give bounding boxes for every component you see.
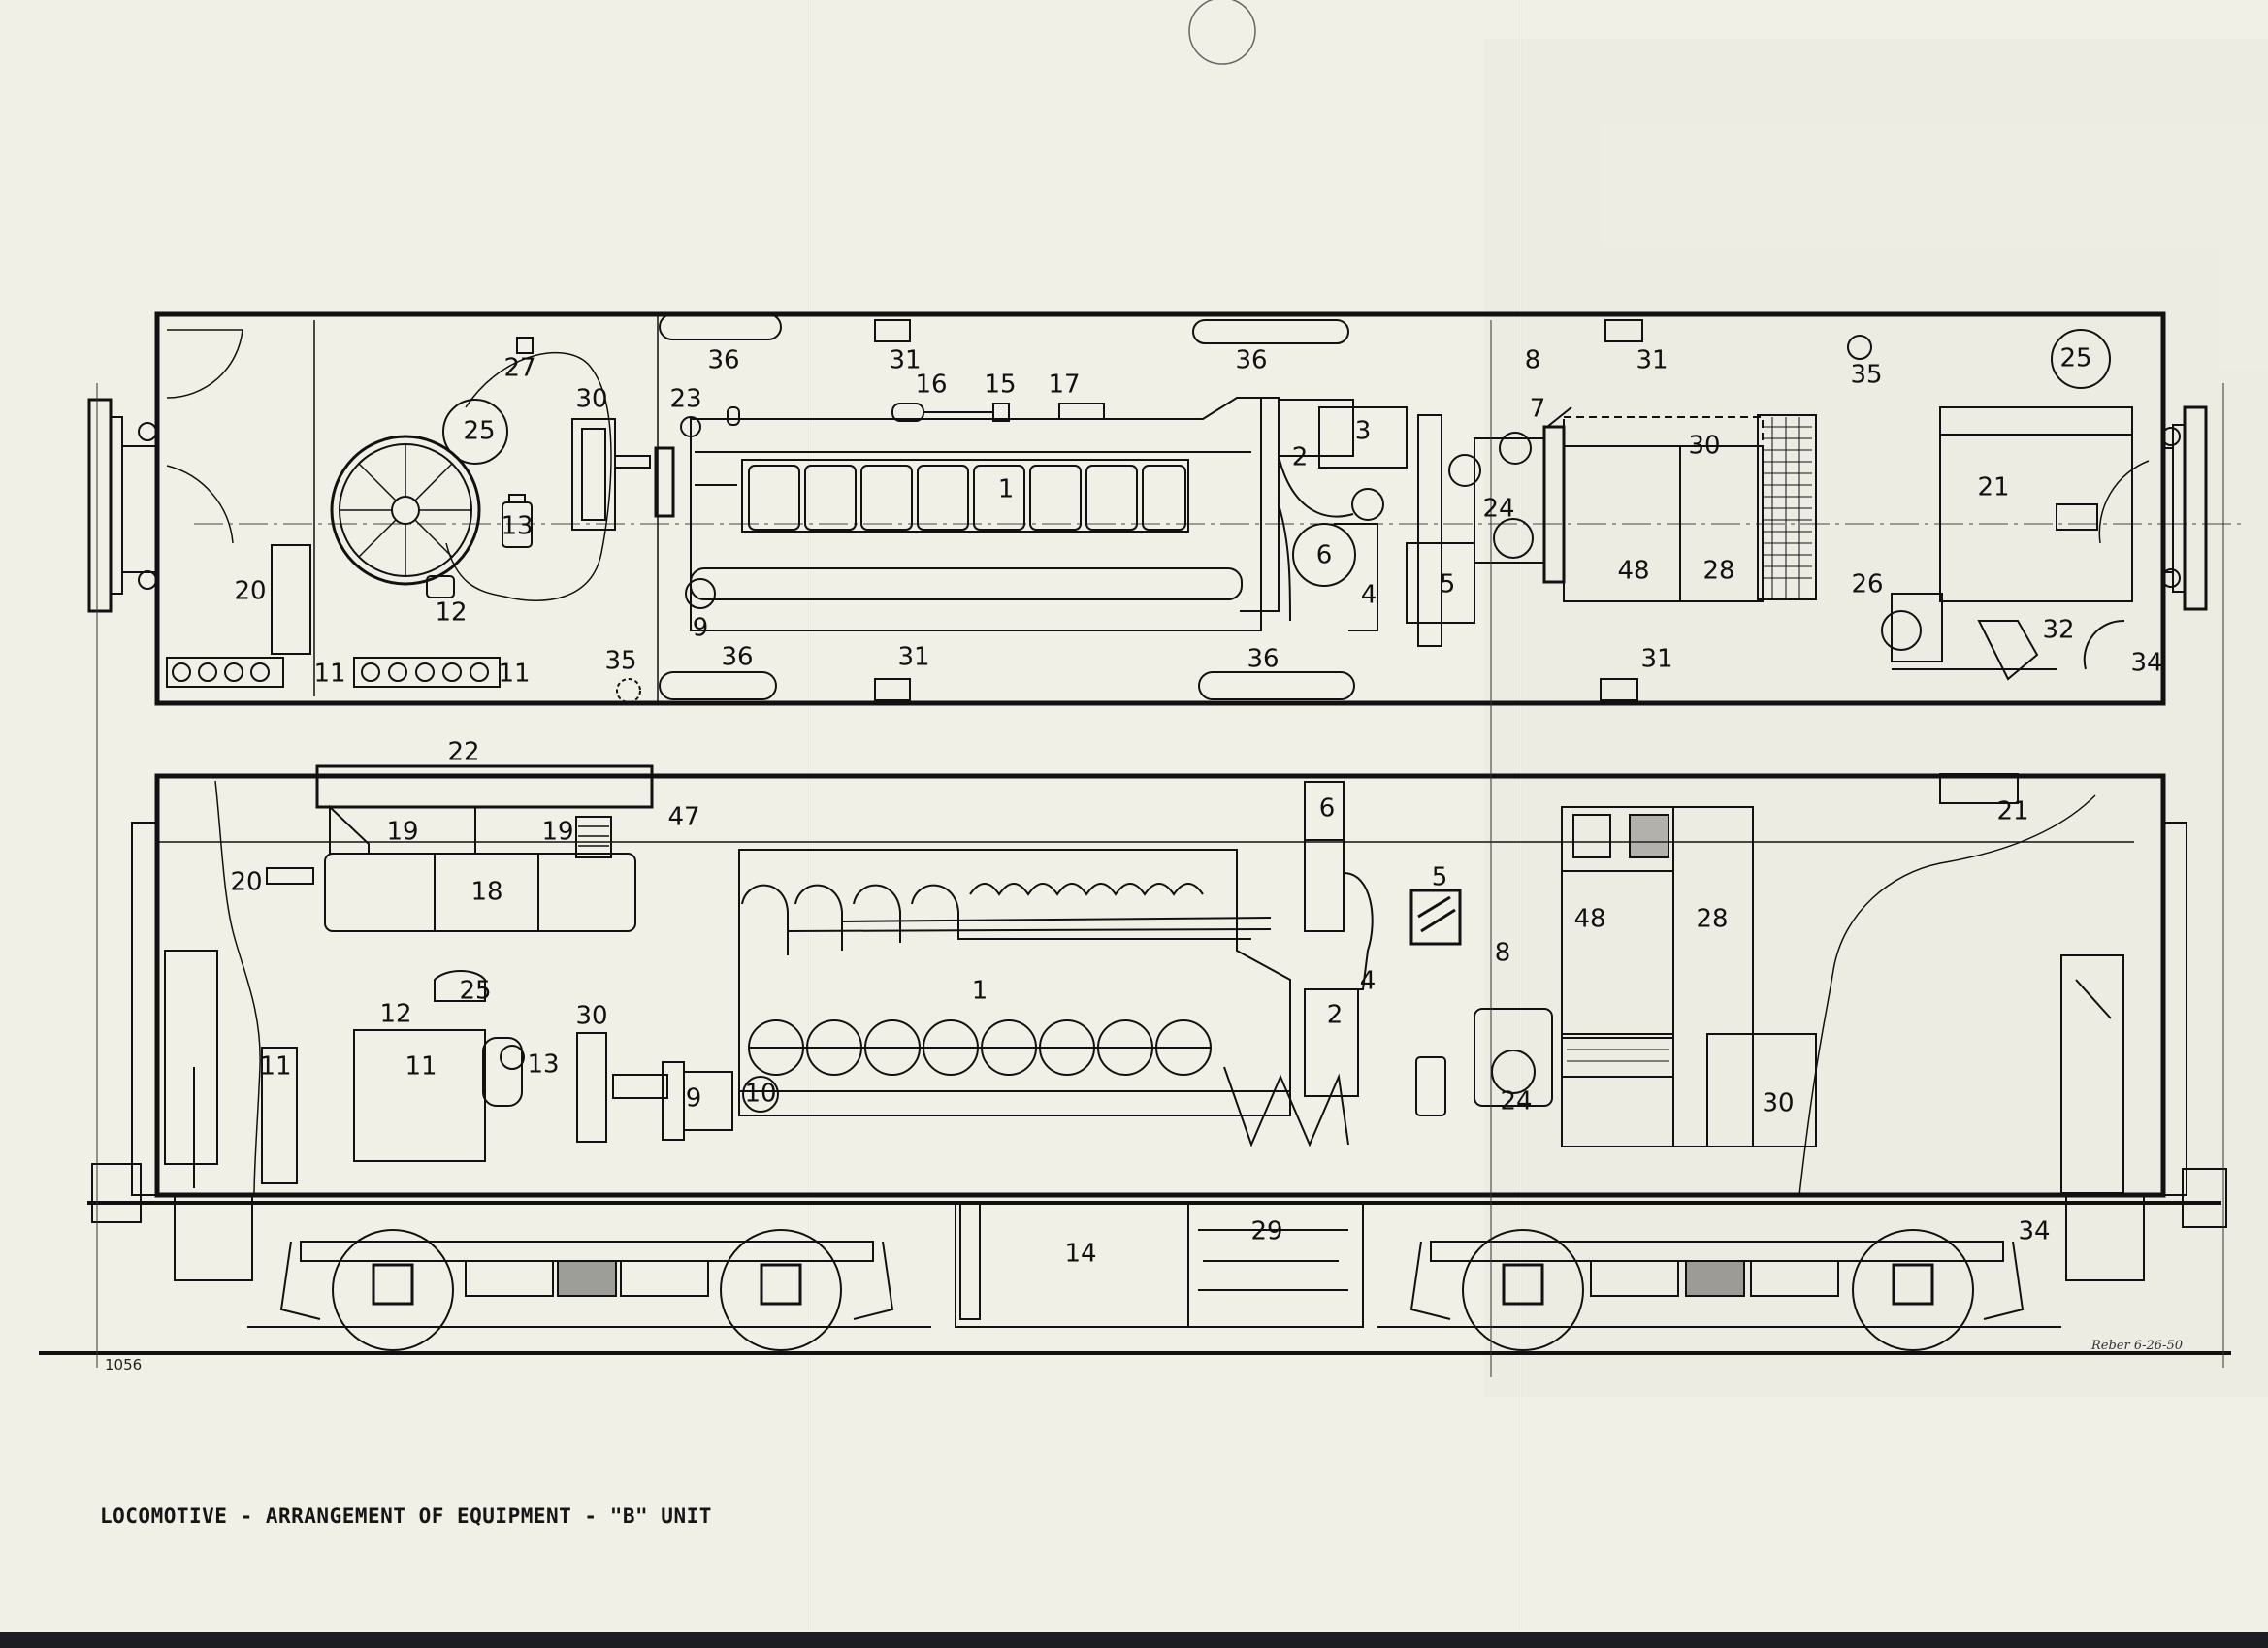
punch-hole [1188,0,1256,65]
paper-fold-left [808,0,811,1648]
callout-label: 13 [527,1050,559,1080]
draftsman-signature: Reber 6-26-50 [2091,1339,2183,1353]
callout-label: 30 [1688,432,1720,461]
callout-label: 4 [1361,581,1377,610]
callout-label: 48 [1617,557,1649,586]
callout-label: 8 [1495,939,1511,968]
callout-label: 1 [998,475,1015,504]
plan-coupler-left [87,398,157,613]
callout-label: 30 [1762,1089,1794,1118]
elevation-body [154,773,2166,1198]
callout-label: 36 [707,346,739,375]
callout-label: 8 [1525,346,1541,375]
callout-label: 25 [459,977,491,1006]
callout-label: 5 [1440,570,1456,599]
callout-label: 20 [230,868,262,897]
callout-label: 19 [541,818,573,847]
callout-label: 27 [503,354,535,383]
sheet-number: 1056 [105,1356,143,1373]
callout-label: 11 [405,1052,437,1082]
callout-label: 1 [972,977,988,1006]
callout-label: 30 [575,385,607,414]
callout-label: 5 [1432,863,1448,892]
plan-battery-boxes [166,657,501,688]
callout-label: 34 [2018,1217,2050,1246]
callout-label: 48 [1573,905,1605,934]
callout-label: 31 [1636,346,1668,375]
callout-label: 21 [1977,473,2009,502]
elevation-radiator [324,853,636,932]
callout-label: 36 [1247,645,1279,674]
elevation-truck-rear [1377,1229,2061,1351]
callout-label: 9 [686,1084,702,1114]
plan-callouts: 27 30 25 23 36 31 16 15 17 36 3 8 31 35 … [234,344,2162,689]
callout-label: 6 [1316,541,1333,570]
callout-label: 31 [1640,645,1672,674]
callout-label: 30 [575,1002,607,1031]
callout-label: 6 [1319,794,1336,824]
plan-coupler-right [2161,405,2208,611]
callout-label: 28 [1696,905,1728,934]
callout-label: 11 [313,660,345,689]
callout-label: 2 [1327,1001,1344,1030]
callout-label: 3 [1355,417,1372,446]
callout-label: 7 [1530,395,1546,424]
callout-label: 11 [259,1052,291,1082]
plan-view [87,311,2241,706]
underlying-page-shadow [1484,39,2268,1397]
callout-label: 13 [501,512,533,541]
callout-label: 21 [1996,797,2028,826]
callout-label: 4 [1360,967,1377,996]
callout-label: 25 [463,417,495,446]
callout-label: 10 [744,1080,776,1109]
callout-label: 29 [1250,1217,1282,1246]
callout-label: 17 [1048,371,1080,400]
scan-edge-band [0,1632,2268,1648]
elevation-callouts: 22 6 21 19 19 47 20 18 5 48 28 8 25 1 4 … [230,738,2050,1269]
callout-label: 16 [915,371,947,400]
callout-label: 15 [984,371,1016,400]
callout-label: 2 [1292,443,1309,472]
callout-label: 24 [1482,495,1514,524]
drawing-caption: LOCOMOTIVE - ARRANGEMENT OF EQUIPMENT - … [100,1504,712,1528]
callout-label: 12 [435,598,467,628]
callout-label: 23 [669,385,701,414]
callout-label: 18 [470,878,502,907]
callout-label: 34 [2130,649,2162,678]
callout-label: 31 [897,643,929,672]
callout-label: 28 [1702,557,1734,586]
callout-label: 35 [604,647,636,676]
paper-fold-right [1519,0,1522,1648]
elevation-truck-front [247,1229,931,1351]
callout-label: 14 [1064,1240,1096,1269]
callout-label: 36 [721,643,753,672]
callout-label: 26 [1851,570,1883,599]
callout-label: 12 [379,1000,411,1029]
elevation-view [39,764,2231,1355]
callout-label: 19 [386,818,418,847]
callout-label: 20 [234,577,266,606]
callout-label: 36 [1235,346,1267,375]
callout-label: 35 [1850,361,1882,390]
callout-label: 9 [693,614,709,643]
callout-label: 11 [498,660,530,689]
plan-diesel-engine [690,397,1262,631]
elevation-diesel-engine [738,849,1349,1147]
callout-label: 32 [2042,616,2074,645]
callout-label: 25 [2059,344,2091,373]
callout-label: 24 [1500,1087,1532,1116]
plan-outline [154,311,2166,706]
callout-label: 31 [889,346,921,375]
callout-label: 47 [667,803,699,832]
plan-radiator-fan [330,435,481,586]
callout-label: 22 [447,738,479,767]
